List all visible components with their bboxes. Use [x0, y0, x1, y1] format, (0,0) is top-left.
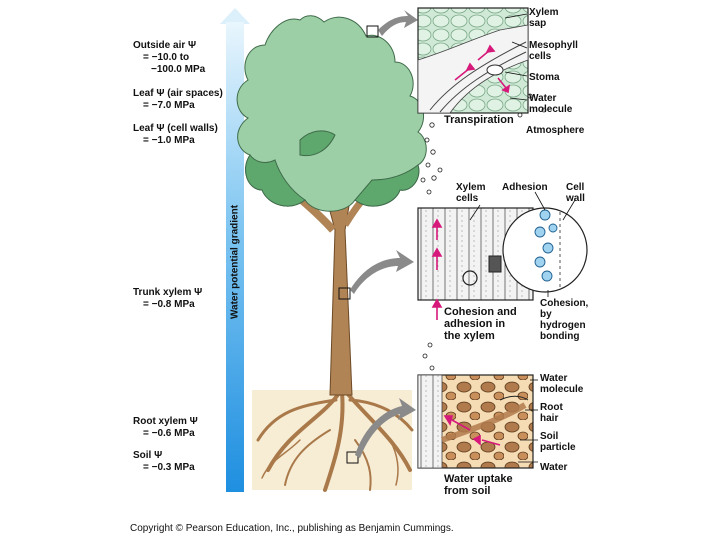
leader-lines — [469, 13, 576, 463]
gradient-arrow-icon — [220, 8, 250, 24]
transpiration-caption: Transpiration — [444, 114, 514, 126]
leaf-flow-arrows — [454, 44, 511, 94]
leaf-location-box — [366, 25, 379, 38]
atmosphere-label: Atmosphere — [526, 125, 585, 136]
zoom-arrows — [350, 10, 418, 458]
water-label: Water — [540, 462, 568, 473]
leaf-air-potential: Leaf Ψ (air spaces) = −7.0 MPa — [133, 88, 223, 111]
root-xylem-potential: Root xylem Ψ = −0.6 MPa — [133, 416, 198, 439]
soil-location-box — [346, 451, 359, 464]
zoom-arrow-leaf-icon — [378, 10, 418, 36]
copyright-footer: Copyright © Pearson Education, Inc., pub… — [130, 523, 454, 534]
roots — [256, 390, 414, 492]
outside-air-potential: Outside air Ψ = −10.0 to −100.0 MPa — [133, 40, 206, 75]
zoom-arrow-trunk-icon — [350, 250, 414, 294]
stoma-label: Stoma — [529, 72, 560, 83]
leaf-detail-panel — [417, 7, 529, 114]
stoma-icon — [486, 64, 504, 76]
trunk-location-box — [338, 287, 351, 300]
root-detail-panel — [417, 374, 534, 469]
root-flow-arrows — [443, 415, 501, 446]
zoom-arrow-soil-icon — [355, 398, 416, 458]
xylem-flow-arrows — [431, 218, 443, 320]
canopy — [236, 15, 427, 212]
xylem-detail-panel — [417, 207, 588, 320]
trunk-xylem-potential: Trunk xylem Ψ = −0.8 MPa — [133, 287, 203, 310]
soil-potential: Soil Ψ = −0.3 MPa — [133, 450, 195, 473]
adhesion-label: Adhesion — [502, 182, 548, 193]
leaf-cell-wall-potential: Leaf Ψ (cell walls) = −1.0 MPa — [133, 123, 218, 146]
